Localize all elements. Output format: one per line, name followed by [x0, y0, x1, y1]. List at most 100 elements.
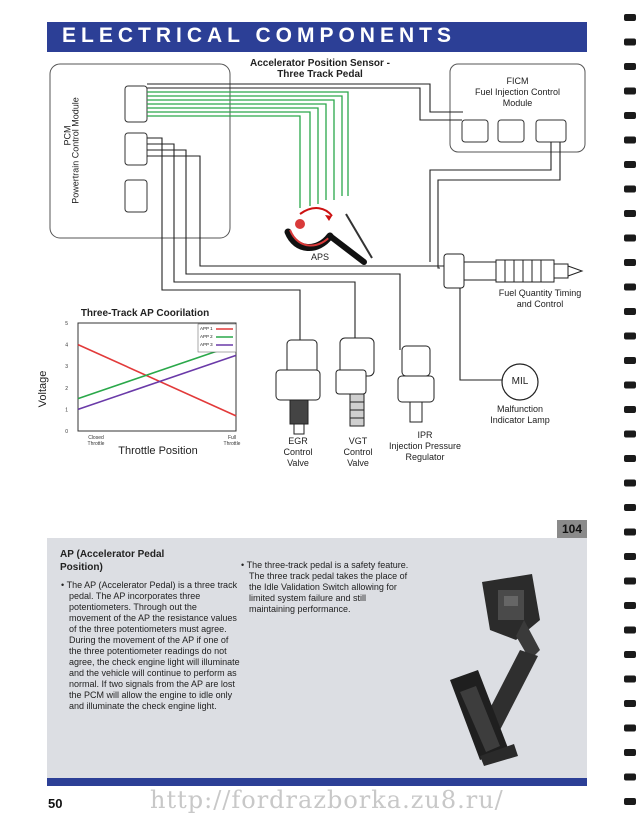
- binding-ring: [624, 504, 636, 511]
- right-bullet: • The three-track pedal is a safety feat…: [241, 560, 409, 614]
- black-wires: [147, 83, 561, 381]
- pcm-connector-3: [124, 179, 148, 213]
- binding-ring: [624, 675, 636, 683]
- section-heading-line1: AP (Accelerator Pedal: [60, 549, 165, 560]
- ipr-label-line2: Injection Pressure: [388, 441, 462, 451]
- ficm-label: FICM: [506, 76, 529, 86]
- chart-x-tick-label: Throttle: [88, 441, 105, 447]
- binding-ring: [624, 136, 636, 144]
- aps-heading-line2: Three Track Pedal: [277, 69, 363, 80]
- fuel-quantity-label-line2: and Control: [516, 299, 564, 309]
- binding-ring: [624, 553, 636, 560]
- chart-x-axis-label: Throttle Position: [118, 445, 197, 457]
- fuel-quantity-label-line1: Fuel Quantity Timing: [498, 288, 582, 298]
- vgt-label-line3: Valve: [347, 458, 369, 468]
- vgt-label-line2: Control: [343, 447, 373, 457]
- aps-label: APS: [310, 252, 329, 262]
- binding-ring: [624, 381, 636, 389]
- binding-ring: [624, 185, 636, 193]
- watermark: http://fordrazborka.zu8.ru/: [150, 786, 504, 814]
- chart-title: Three-Track AP Coorilation: [81, 308, 209, 319]
- ficm-connector-2: [497, 119, 525, 143]
- binding-ring: [624, 234, 636, 242]
- page-number: 50: [48, 796, 63, 811]
- chart-legend-label: APP 1: [200, 326, 213, 331]
- binding-ring: [624, 430, 636, 438]
- chart-x-tick-label: Closed: [88, 435, 104, 441]
- mil-label: MIL: [511, 376, 529, 387]
- binding-ring: [624, 773, 636, 781]
- binding-ring: [624, 308, 636, 315]
- aps-heading-line1: Accelerator Position Sensor -: [249, 58, 391, 69]
- mil-description-line1: Malfunction: [496, 404, 544, 414]
- binding-ring: [624, 38, 636, 46]
- chart-x-tick-label: Throttle: [224, 441, 241, 447]
- chart-y-tick-label: 0: [65, 429, 68, 435]
- binding-ring: [624, 479, 636, 487]
- vgt-label-line1: VGT: [348, 436, 368, 446]
- binding-ring: [624, 798, 636, 805]
- binding-ring: [624, 528, 636, 536]
- page-title: ELECTRICAL COMPONENTS: [62, 24, 456, 47]
- chart-series-line: [77, 343, 237, 400]
- aps-pedal-icon: [284, 207, 373, 265]
- binding-ring: [624, 651, 636, 658]
- right-bullet-text: The three-track pedal is a safety featur…: [246, 560, 409, 614]
- ap-correlation-chart: Three-Track AP Coorilation Voltage Throt…: [37, 308, 241, 457]
- chart-y-tick-label: 5: [65, 321, 68, 327]
- binding-ring: [624, 14, 636, 21]
- binding-ring: [624, 724, 636, 732]
- binding-ring: [624, 357, 636, 364]
- chart-series-line: [77, 343, 237, 417]
- right-text-column: • The three-track pedal is a safety feat…: [240, 560, 410, 615]
- left-bullet-text: The AP (Accelerator Pedal) is a three tr…: [66, 580, 240, 711]
- binding-ring: [624, 602, 636, 609]
- binding-ring: [624, 406, 636, 413]
- binding-ring: [624, 283, 636, 291]
- title-bar: [47, 22, 587, 52]
- binding-ring: [624, 700, 636, 707]
- page-badge: 104: [557, 520, 587, 538]
- mil-lamp: [501, 363, 539, 401]
- chart-y-tick-label: 3: [65, 364, 68, 370]
- vgt-valve-icon: [335, 337, 375, 427]
- egr-label-line1: EGR: [288, 436, 308, 446]
- egr-valve-icon: [275, 339, 321, 435]
- left-bullet: • The AP (Accelerator Pedal) is a three …: [61, 580, 240, 711]
- ficm-description-line1: Fuel Injection Control: [474, 87, 561, 97]
- ipr-regulator-icon: [397, 345, 435, 423]
- aps-green-wires: [147, 91, 349, 208]
- ficm-description-line2: Module: [502, 98, 533, 108]
- chart-y-tick-label: 4: [65, 343, 68, 349]
- chart-y-tick-label: 2: [65, 386, 68, 392]
- binding-ring: [624, 63, 636, 70]
- egr-label-line2: Control: [283, 447, 313, 457]
- binding-ring: [624, 259, 636, 266]
- pcm-description: Powertrain Control Module: [70, 97, 81, 204]
- binding-ring: [624, 210, 636, 217]
- chart-series-line: [77, 354, 237, 411]
- binding-ring: [624, 161, 636, 168]
- ipr-label-line3: Regulator: [405, 452, 445, 462]
- chart-x-tick-label: Full: [228, 435, 236, 441]
- spiral-binding: [624, 14, 636, 805]
- binding-ring: [624, 87, 636, 95]
- bottom-stripe: [47, 778, 587, 786]
- mil-description-line2: Indicator Lamp: [490, 415, 550, 425]
- ficm-connector-1: [461, 119, 489, 143]
- binding-ring: [624, 626, 636, 634]
- chart-y-axis-label: Voltage: [37, 371, 49, 408]
- ficm-connector-3: [535, 119, 567, 143]
- ipr-label-line1: IPR: [417, 430, 433, 440]
- binding-ring: [624, 112, 636, 119]
- binding-ring: [624, 455, 636, 462]
- egr-label-line3: Valve: [287, 458, 309, 468]
- binding-ring: [624, 577, 636, 585]
- binding-ring: [624, 749, 636, 756]
- pcm-connector-2: [124, 132, 148, 166]
- accelerator-pedal-photo: [450, 574, 540, 766]
- section-heading-line2: Position): [60, 562, 103, 573]
- fuel-injector-icon: [443, 253, 584, 289]
- chart-y-tick-label: 1: [65, 407, 68, 413]
